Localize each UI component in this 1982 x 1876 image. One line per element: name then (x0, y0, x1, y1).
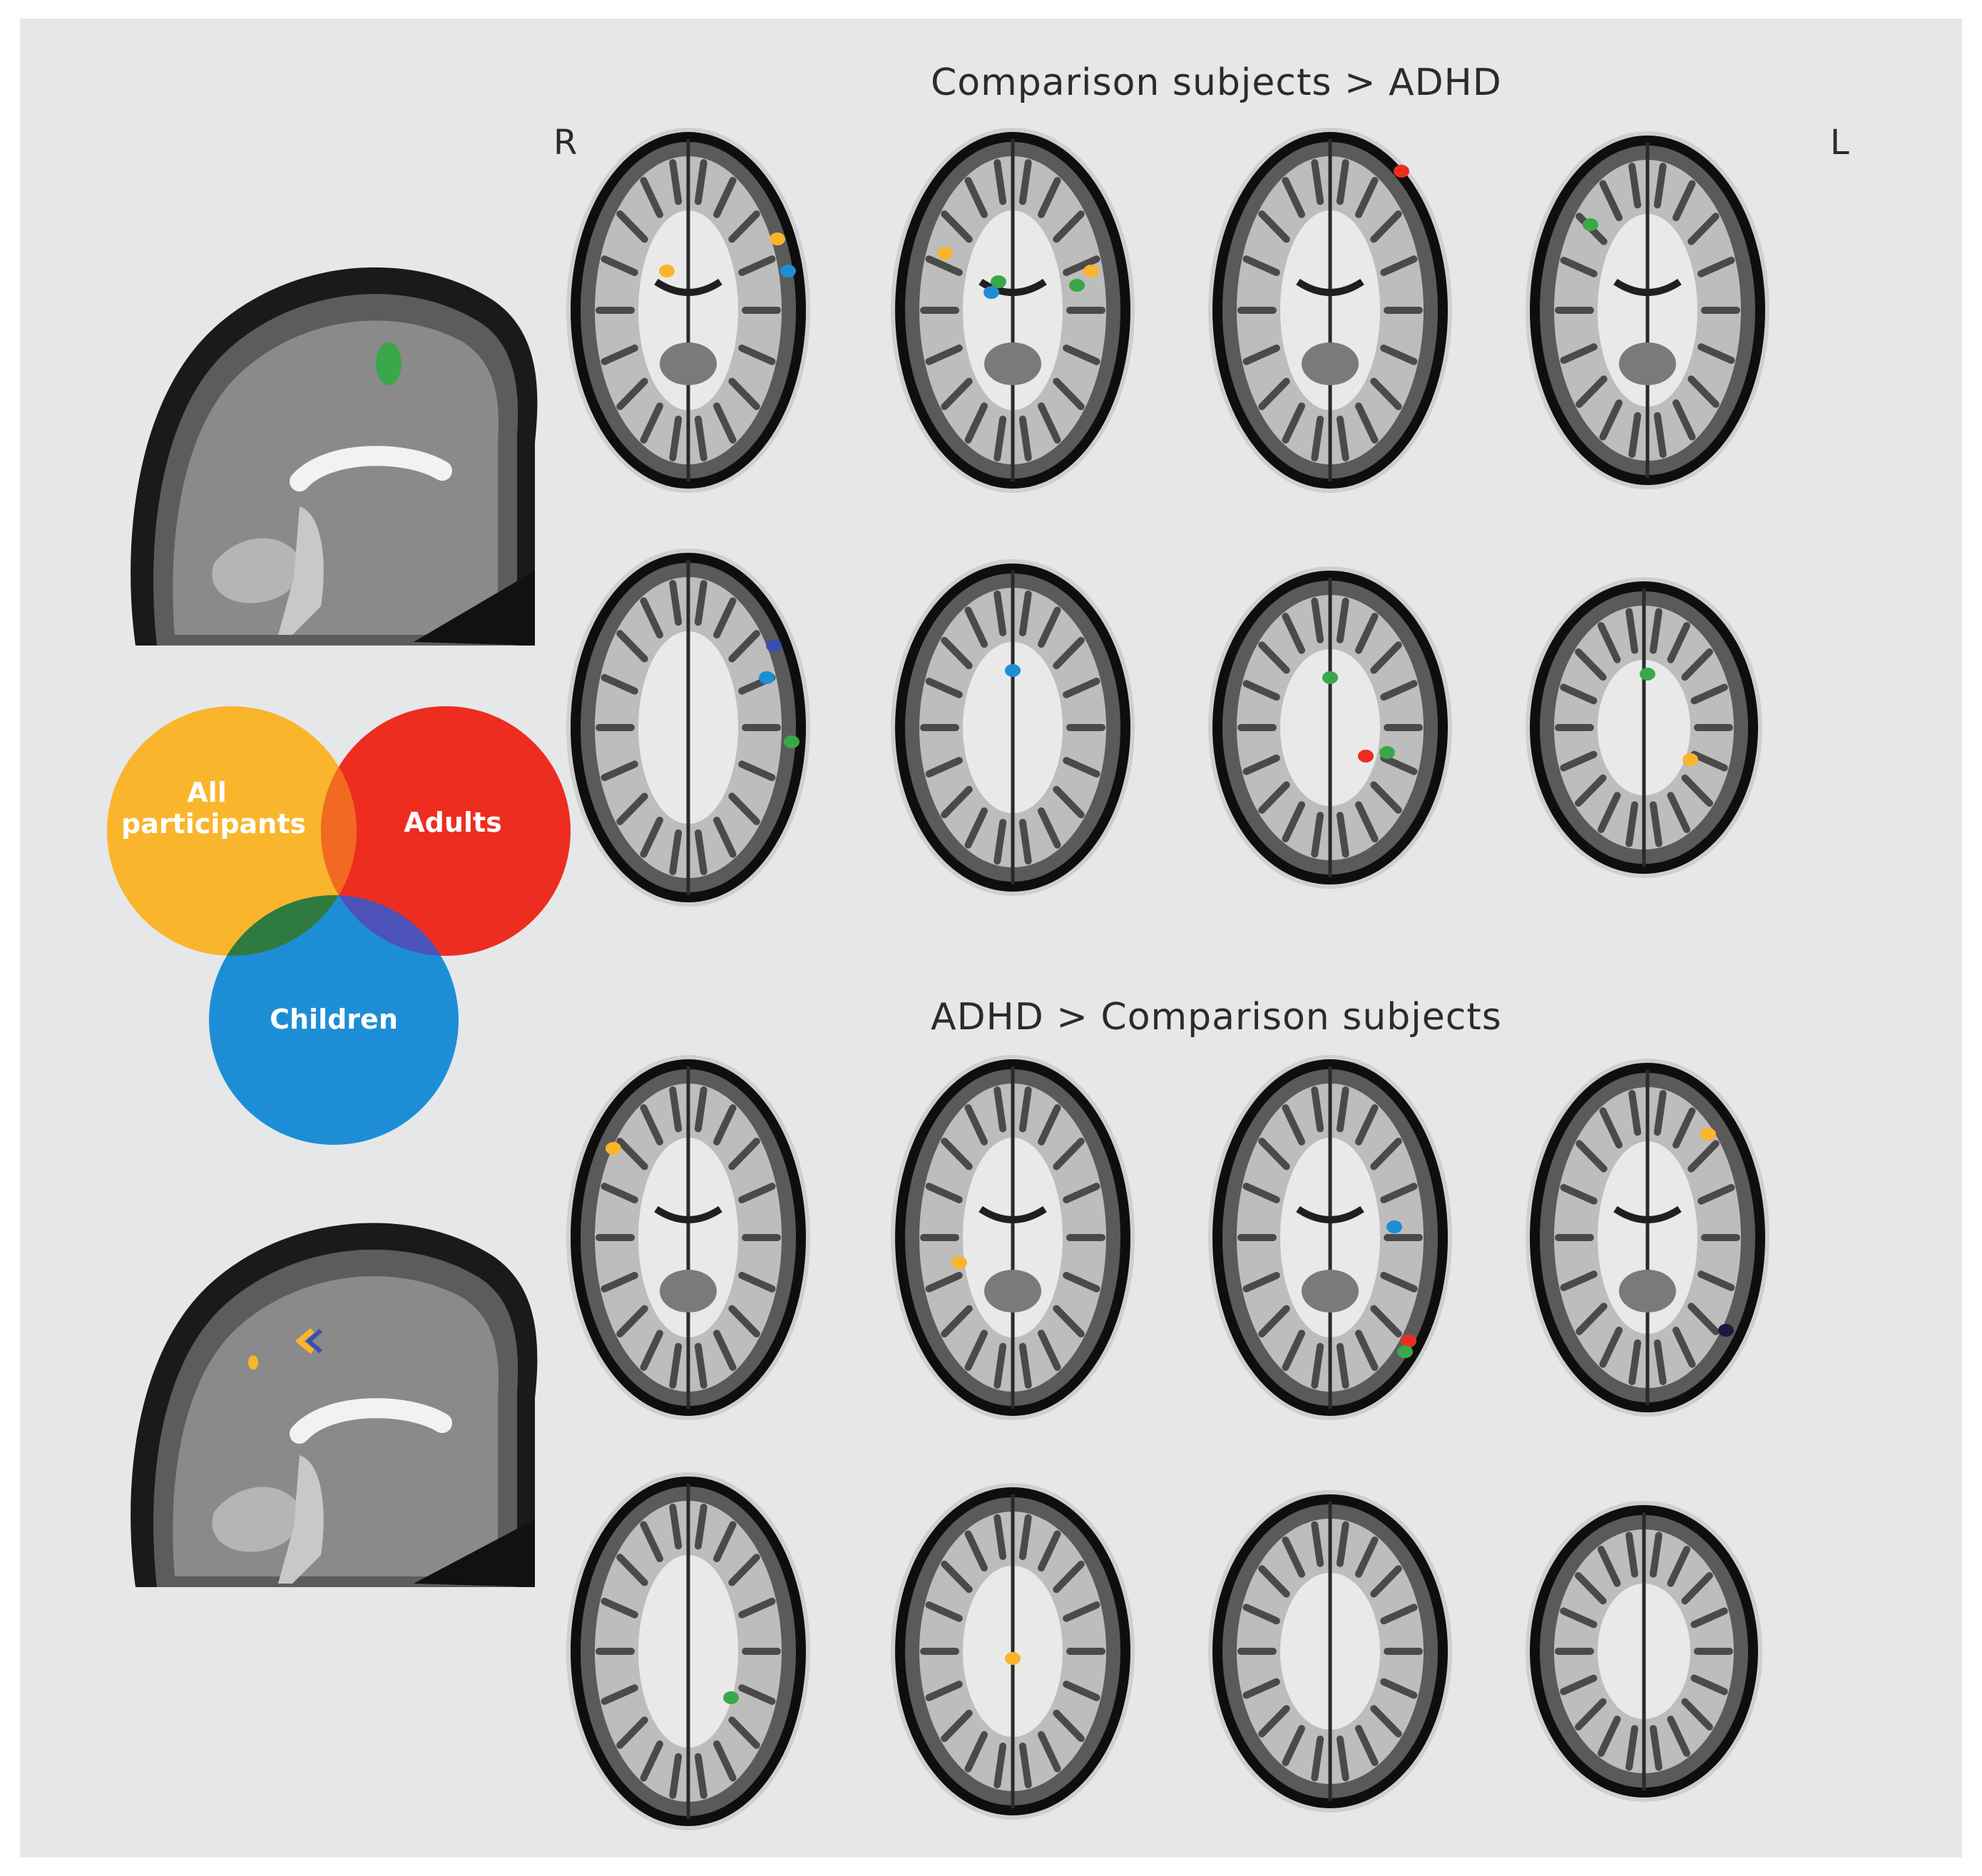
venn-circle-all (107, 706, 357, 956)
activation-cluster (937, 247, 953, 260)
activation-cluster (1379, 746, 1395, 759)
activation-cluster (951, 1256, 967, 1269)
activation-cluster (1583, 218, 1598, 231)
heading-adhd-gt-comparison: ADHD > Comparison subjects (931, 996, 1502, 1039)
sagittal-view-bottom (107, 1198, 553, 1587)
activation-cluster (1640, 668, 1655, 680)
activation-cluster (1401, 1335, 1416, 1347)
venn-label-children: Children (270, 1004, 398, 1035)
activation-cluster (784, 735, 800, 748)
left-hemisphere-label: L (1830, 123, 1849, 163)
activation-cluster (1682, 753, 1698, 766)
axial-slice (1208, 128, 1452, 493)
venn-circle-children (209, 895, 459, 1145)
axial-slice (1208, 566, 1452, 889)
activation-cluster (984, 286, 999, 299)
activation-sagittal-bottom-c (248, 1355, 258, 1370)
axial-slice (891, 1055, 1135, 1420)
venn-diagram (107, 706, 571, 1145)
right-hemisphere-label: R (553, 123, 578, 163)
activation-cluster (780, 265, 796, 277)
axial-slice (1526, 131, 1769, 489)
activation-cluster (991, 275, 1006, 288)
activation-cluster (1005, 664, 1021, 677)
activation-cluster (606, 1142, 621, 1155)
axial-slice (1208, 1490, 1452, 1813)
activation-cluster (759, 671, 775, 684)
activation-cluster (1700, 1128, 1716, 1141)
venn-label-adults: Adults (404, 807, 502, 838)
axial-slice (1526, 1501, 1762, 1802)
activation-cluster (766, 639, 782, 652)
activation-cluster (723, 1691, 739, 1704)
activation-cluster (1005, 1652, 1021, 1665)
sagittal-view-top (107, 235, 553, 646)
venn-legend: All participants Adults Children (107, 706, 571, 1148)
activation-cluster (1069, 279, 1085, 292)
axial-slice (566, 1472, 810, 1830)
activation-cluster (659, 265, 675, 277)
axial-slice (1526, 1059, 1769, 1417)
axial-slice (1526, 577, 1762, 878)
activation-cluster (770, 233, 785, 245)
axial-slice (1208, 1055, 1452, 1420)
venn-circle-adults (321, 706, 571, 956)
activation-cluster (1394, 165, 1409, 178)
activation-cluster (1386, 1220, 1402, 1233)
activation-cluster (1083, 265, 1099, 277)
axial-slice (566, 128, 810, 493)
axial-slice (891, 559, 1135, 896)
axial-slice (566, 549, 810, 907)
activation-sagittal-top (376, 342, 402, 385)
activation-cluster (1322, 671, 1338, 684)
axial-slice (566, 1055, 810, 1420)
activation-cluster (1397, 1345, 1413, 1358)
activation-sagittal-bottom-b (305, 1328, 322, 1354)
axial-slice (891, 1483, 1135, 1820)
activation-cluster (1718, 1324, 1734, 1337)
venn-label-all: All participants (121, 777, 307, 840)
axial-slice (891, 128, 1135, 493)
activation-sagittal-bottom-a (295, 1327, 315, 1355)
heading-comparison-gt-adhd: Comparison subjects > ADHD (931, 61, 1502, 104)
activation-cluster (1358, 750, 1374, 763)
